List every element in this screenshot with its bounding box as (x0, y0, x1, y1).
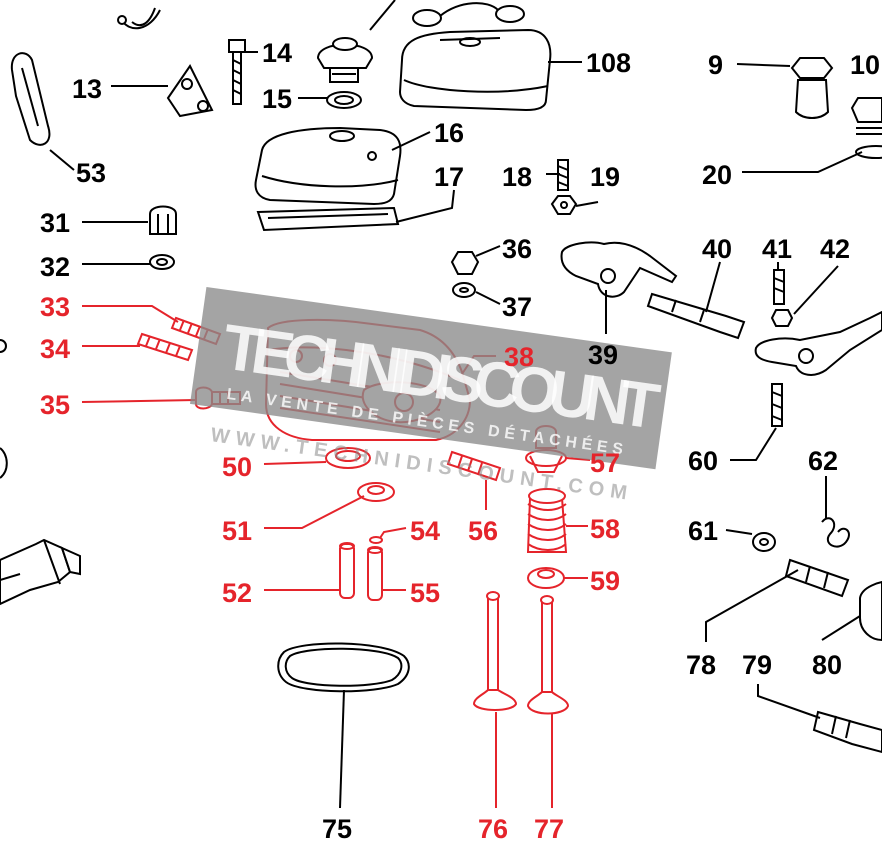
part-16-cover (254, 126, 402, 206)
callout-52: 52 (222, 578, 252, 608)
part-108-cover (398, 28, 552, 112)
part-61-washer (752, 532, 776, 552)
part-41-stud (773, 269, 785, 305)
part-oil-cap (316, 37, 374, 83)
part-14-bolt (228, 39, 246, 105)
callout-76: 76 (478, 814, 508, 844)
part-32-washer (149, 254, 175, 270)
callout-20: 20 (702, 160, 732, 190)
callout-15: 15 (262, 84, 292, 114)
callout-59: 59 (590, 566, 620, 596)
part-60-stud (771, 383, 783, 427)
part-62-spring (821, 517, 850, 548)
callout-17: 17 (434, 162, 464, 192)
part-rocker-right (754, 310, 882, 376)
callout-labels: 108 9 10 14 13 15 53 16 17 18 19 20 31 3… (40, 38, 880, 844)
callout-34: 34 (40, 334, 70, 364)
part-20-oring (855, 145, 882, 159)
callout-9: 9 (708, 50, 723, 80)
part-51-washer (357, 482, 395, 502)
callout-41: 41 (762, 234, 792, 264)
part-9-plug (790, 57, 834, 119)
callout-31: 31 (40, 208, 70, 238)
part-top-chain (412, 2, 525, 27)
callout-62: 62 (808, 446, 838, 476)
part-31-acorn-nut (149, 205, 177, 235)
part-19-nut (550, 195, 578, 215)
callout-57: 57 (590, 448, 620, 478)
part-77-valve (526, 595, 570, 715)
part-58-spring (526, 488, 568, 553)
callout-13: 13 (72, 74, 102, 104)
part-76-valve (472, 591, 518, 711)
part-13-bracket (166, 64, 214, 118)
part-17-gasket (256, 206, 400, 232)
callout-55: 55 (410, 578, 440, 608)
part-left-edge-shaft (0, 339, 81, 606)
part-37-washer (452, 282, 476, 298)
callout-33: 33 (40, 292, 70, 322)
part-50-seal (325, 447, 371, 469)
callout-10: 10 (850, 50, 880, 80)
part-52-guide (339, 542, 355, 599)
part-75-oring (277, 642, 410, 693)
callout-61: 61 (688, 516, 718, 546)
callout-37: 37 (502, 292, 532, 322)
callout-56: 56 (468, 516, 498, 546)
part-53-strap (10, 52, 51, 146)
callout-39: 39 (588, 340, 618, 370)
callout-42: 42 (820, 234, 850, 264)
callout-58: 58 (590, 514, 620, 544)
callout-36: 36 (502, 234, 532, 264)
callout-19: 19 (590, 162, 620, 192)
part-36-nut (450, 251, 480, 275)
callout-60: 60 (688, 446, 718, 476)
callout-77: 77 (534, 814, 564, 844)
part-42-nut (770, 309, 794, 327)
callout-50: 50 (222, 452, 252, 482)
callout-18: 18 (502, 162, 532, 192)
part-78-pin (784, 558, 850, 598)
callout-80: 80 (812, 650, 842, 680)
part-55-guide (367, 546, 383, 601)
part-top-hose (117, 7, 161, 30)
callout-40: 40 (702, 234, 732, 264)
part-18-stud (557, 159, 569, 191)
callout-53: 53 (76, 158, 106, 188)
callout-75: 75 (322, 814, 352, 844)
part-15-washer (326, 91, 362, 109)
callout-79: 79 (742, 650, 772, 680)
callout-54: 54 (410, 516, 440, 546)
callout-78: 78 (686, 650, 716, 680)
part-56-stud (446, 450, 502, 482)
leader-lines (49, 0, 863, 809)
watermark-band (190, 286, 672, 470)
part-40-shaft (646, 292, 746, 340)
callout-14: 14 (262, 38, 292, 68)
callout-32: 32 (40, 252, 70, 282)
callout-38: 38 (504, 342, 534, 372)
part-79-rod (812, 710, 882, 754)
callout-108: 108 (586, 48, 631, 78)
part-80-block (859, 580, 882, 642)
part-39-rocker (560, 241, 678, 298)
callout-16: 16 (434, 118, 464, 148)
callout-51: 51 (222, 516, 252, 546)
callout-35: 35 (40, 390, 70, 420)
part-54-clip (369, 536, 383, 544)
part-34-stud (136, 332, 194, 362)
part-59-retainer (527, 567, 565, 589)
part-10-plug (850, 97, 882, 135)
